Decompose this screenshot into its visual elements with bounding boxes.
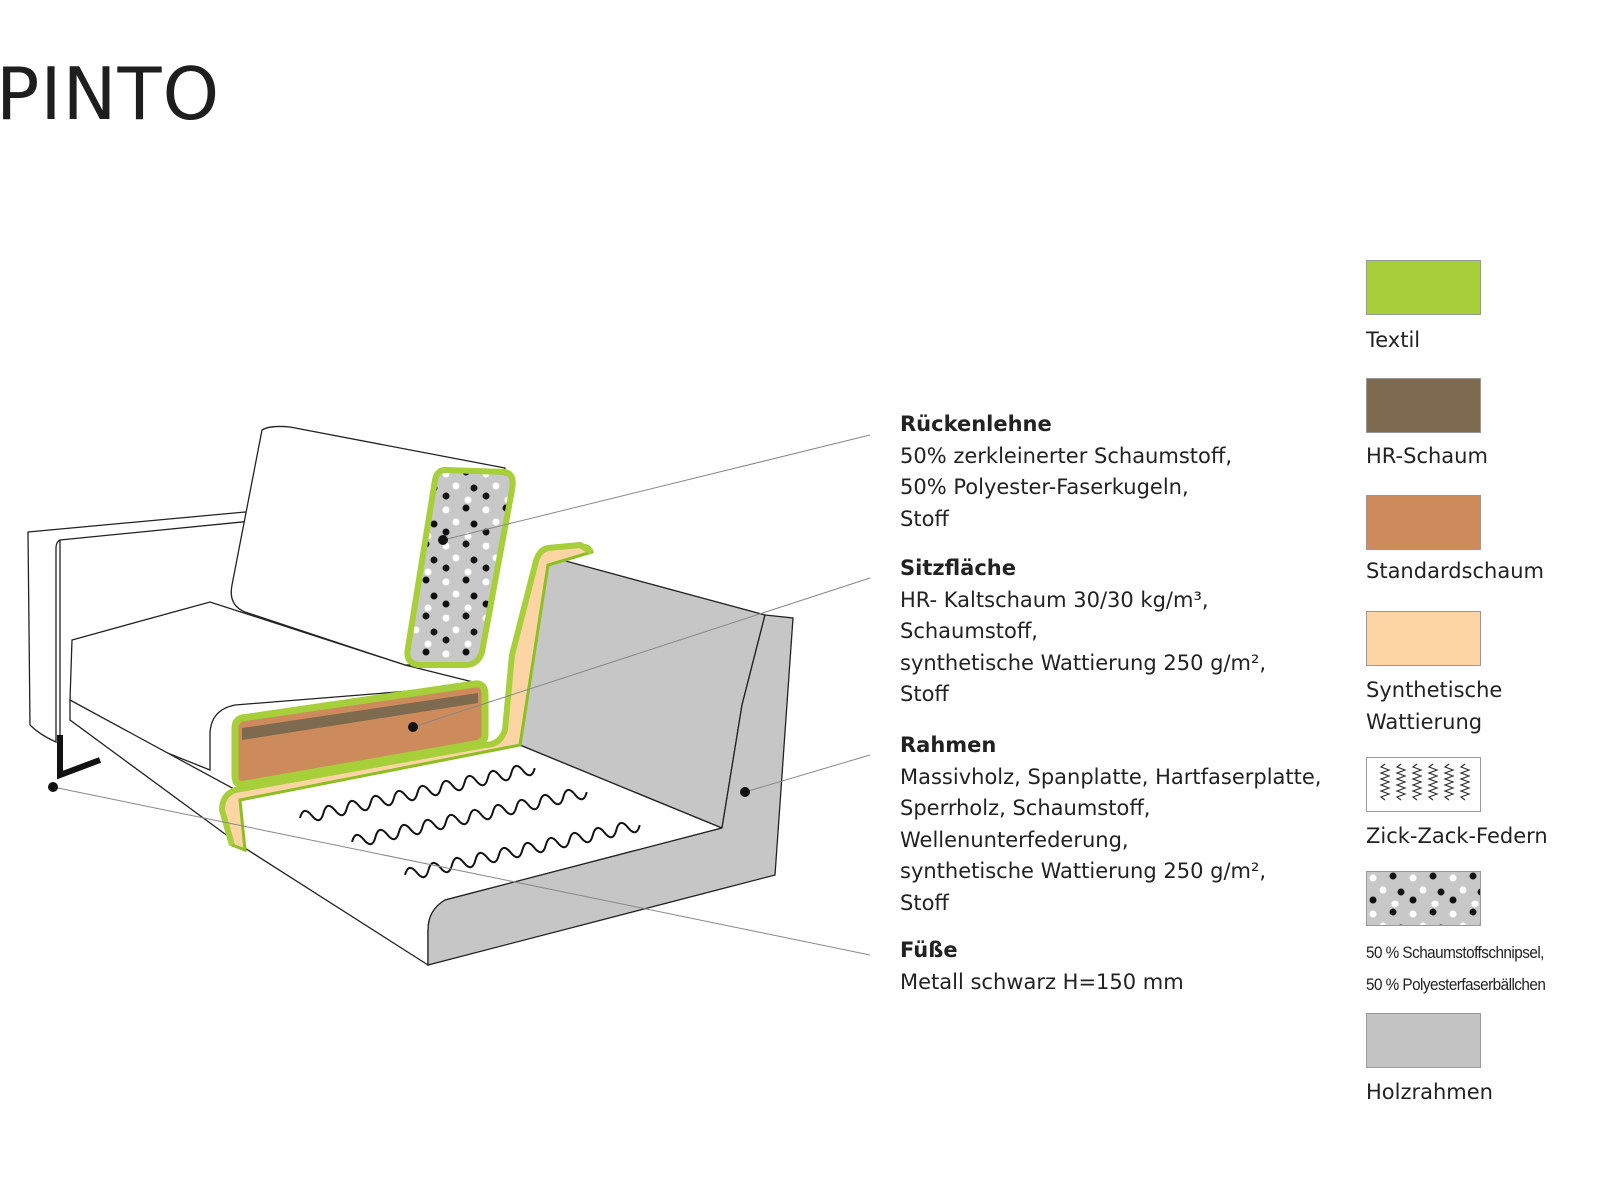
backrest-section <box>404 466 516 668</box>
section-line: 50% Polyester-Faserkugeln, <box>900 475 1189 499</box>
section-seat: Sitzfläche HR- Kaltschaum 30/30 kg/m³, S… <box>900 553 1266 711</box>
legend-swatch-zigzag-icon <box>1366 757 1481 812</box>
legend-label: HR-Schaum <box>1366 444 1488 468</box>
legend-label: Wattierung <box>1366 710 1483 734</box>
section-line: HR- Kaltschaum 30/30 kg/m³, <box>900 587 1209 612</box>
section-line: Wellenunterfederung, <box>900 827 1129 852</box>
zigzag-springs <box>299 764 641 879</box>
legend-label: Holzrahmen <box>1366 1080 1493 1104</box>
legend-label: Synthetische <box>1366 678 1503 702</box>
page-title: PINTO <box>0 52 221 136</box>
seat-section <box>231 680 489 788</box>
legend-label: Textil <box>1366 328 1421 352</box>
section-line: 50% zerkleinerter Schaumstoff, <box>900 443 1232 468</box>
section-line: synthetische Wattierung 250 g/m², <box>900 859 1267 883</box>
section-heading: Rückenlehne <box>900 412 1052 436</box>
section-line: Stoff <box>900 506 949 531</box>
legend-label: Zick-Zack-Federn <box>1366 824 1548 848</box>
section-line: Stoff <box>900 682 949 706</box>
section-feet: Füße Metall schwarz H=150 mm <box>900 935 1184 998</box>
metal-leg <box>57 735 102 780</box>
section-line: Schaumstoff, <box>900 619 1038 643</box>
section-line: Sperrholz, Schaumstoff, <box>900 796 1151 820</box>
legend-label: 50 % Polyesterfaserbällchen <box>1366 975 1546 994</box>
legend-swatch-holzrahmen <box>1366 1013 1481 1068</box>
callout-lines <box>52 434 871 956</box>
legend-swatch-standardschaum <box>1366 495 1481 550</box>
section-heading: Rahmen <box>900 733 997 757</box>
legend-swatch-hr-schaum <box>1366 378 1481 433</box>
legend-label: 50 % Schaumstoffschnipsel, <box>1366 943 1544 962</box>
section-line: Metall schwarz H=150 mm <box>900 969 1184 994</box>
section-frame: Rahmen Massivholz, Spanplatte, Hartfaser… <box>900 730 1322 919</box>
section-line: Massivholz, Spanplatte, Hartfaserplatte, <box>900 764 1322 789</box>
section-backrest: Rückenlehne 50% zerkleinerter Schaumstof… <box>900 409 1232 535</box>
section-line: Stoff <box>900 890 949 915</box>
section-heading: Sitzfläche <box>900 556 1016 580</box>
section-heading: Füße <box>900 938 958 962</box>
legend-swatch-wattierung <box>1366 611 1481 666</box>
section-line: synthetische Wattierung 250 g/m², <box>900 650 1267 675</box>
legend-swatch-textil <box>1366 260 1481 315</box>
legend-swatch-dots-icon <box>1366 871 1481 926</box>
legend-label: Standardschaum <box>1366 559 1544 583</box>
